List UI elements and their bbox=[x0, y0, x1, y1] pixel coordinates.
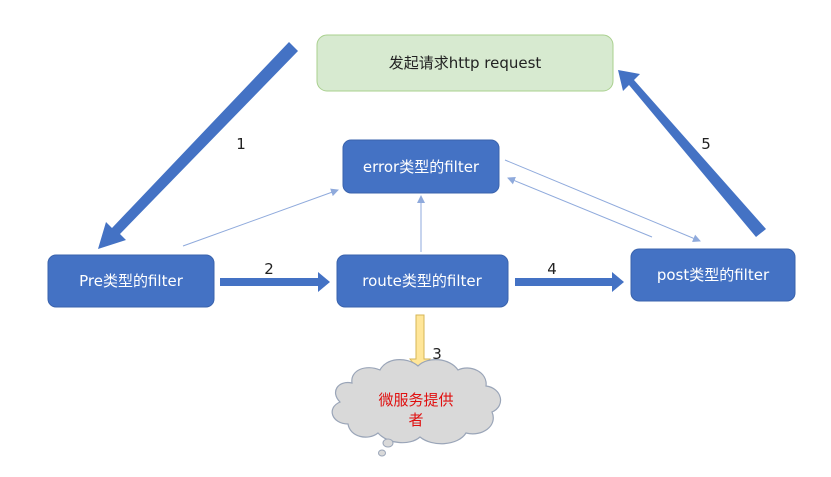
step-label-1: 1 bbox=[236, 135, 246, 153]
cloud-label-line2: 者 bbox=[408, 411, 423, 429]
pre-to-error-arrow bbox=[182, 188, 339, 247]
post-filter-label: post类型的filter bbox=[657, 266, 770, 284]
step-label-3: 3 bbox=[432, 345, 442, 363]
step-label-2: 2 bbox=[264, 260, 274, 278]
error-to-post-arrow bbox=[504, 159, 701, 243]
cloud-label-line1: 微服务提供 bbox=[378, 391, 453, 409]
error-filter-node: error类型的filter bbox=[342, 139, 500, 194]
post-to-error-arrow bbox=[507, 176, 653, 238]
request-label: 发起请求http request bbox=[389, 54, 542, 72]
route-filter-label: route类型的filter bbox=[362, 272, 482, 290]
arrow-step-1 bbox=[98, 42, 298, 249]
request-node: 发起请求http request bbox=[316, 34, 614, 92]
route-filter-node: route类型的filter bbox=[336, 254, 509, 308]
pre-filter-node: Pre类型的filter bbox=[47, 254, 215, 308]
step-label-5: 5 bbox=[701, 135, 711, 153]
arrow-step-2 bbox=[220, 272, 330, 292]
microservice-provider-cloud: 微服务提供 者 bbox=[331, 359, 502, 457]
arrow-step-5 bbox=[618, 70, 766, 237]
arrow-step-4 bbox=[515, 272, 624, 292]
pre-filter-label: Pre类型的filter bbox=[79, 272, 184, 290]
error-filter-label: error类型的filter bbox=[363, 158, 480, 176]
post-filter-node: post类型的filter bbox=[630, 248, 796, 302]
step-label-4: 4 bbox=[547, 260, 557, 278]
